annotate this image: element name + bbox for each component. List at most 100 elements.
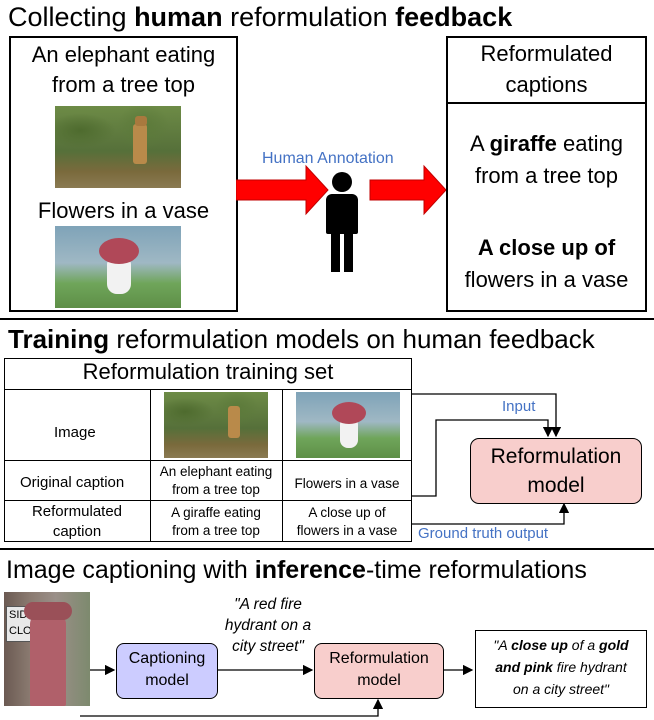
person-leg-left	[331, 230, 340, 272]
table-giraffe-photo	[164, 392, 268, 458]
title-part-bold: human	[134, 2, 223, 32]
caption-line: city street"	[232, 638, 304, 655]
caption-part-bold: giraffe	[489, 131, 557, 156]
giraffe-photo	[55, 106, 181, 188]
model-label-line: Reformulation	[490, 445, 622, 468]
row-label-reformulated: Reformulated caption	[4, 502, 150, 542]
sign-line: SID	[9, 609, 28, 621]
caption-part: A	[470, 131, 490, 156]
caption-line: "A red fire	[234, 596, 302, 613]
giraffe-head	[135, 116, 147, 126]
person-icon	[322, 172, 362, 272]
captioning-model-label: Captioning model	[116, 648, 218, 692]
row-label-line: caption	[52, 523, 102, 540]
person-body	[326, 194, 358, 234]
training-set-title-box	[4, 358, 412, 390]
initial-caption: "A red fire hydrant on a city street"	[208, 594, 328, 657]
gt-connector	[412, 502, 570, 525]
caption-line: from a tree top	[51, 72, 196, 97]
human-annotation-label: Human Annotation	[262, 150, 394, 167]
hydrant-photo: SID CLO	[4, 592, 90, 706]
input-label: Input	[502, 398, 536, 415]
model-label-line: Captioning	[128, 650, 206, 667]
caption-line: flowers in a vase	[464, 267, 629, 292]
caption-line: An elephant eating	[31, 42, 216, 67]
section-divider-2	[0, 548, 654, 550]
model-label-line: model	[357, 672, 401, 689]
section-divider-1	[0, 318, 654, 320]
cell-line: An elephant eating	[159, 464, 273, 479]
flowers-shape	[99, 238, 139, 264]
orig-caption-vase: Flowers in a vase	[282, 476, 412, 491]
cell-line: flowers in a vase	[296, 523, 398, 538]
left-caption-1: An elephant eating from a tree top	[9, 40, 238, 100]
vase-shape	[340, 420, 358, 448]
training-table	[4, 390, 412, 542]
caption-part-bold: A close up of	[477, 235, 616, 260]
image-to-reform-arrow	[80, 698, 384, 717]
title-part: -time reformulations	[365, 556, 587, 584]
hydrant-body	[30, 614, 66, 706]
reform-caption-vase: A close up of flowers in a vase	[282, 504, 412, 540]
row-label-image: Image	[54, 424, 96, 441]
reformulated-caption-1: A giraffe eating from a tree top	[446, 128, 647, 192]
cell-line: Flowers in a vase	[294, 476, 400, 491]
left-caption-2: Flowers in a vase	[37, 198, 210, 223]
orig-caption-giraffe: An elephant eating from a tree top	[150, 463, 282, 499]
caption-part: fire hydrant	[552, 659, 627, 675]
section1-title: Collecting human reformulation feedback	[8, 2, 512, 33]
table-col-1	[150, 390, 151, 542]
table-row-1	[4, 460, 412, 461]
table-border-left	[4, 390, 5, 542]
model-label-line: Reformulation	[329, 650, 429, 667]
caption-line: hydrant on a	[224, 617, 312, 634]
model-label-line: model	[145, 672, 189, 689]
table-vase-photo	[296, 392, 400, 458]
flowers-shape	[332, 402, 366, 424]
person-leg-right	[344, 230, 353, 272]
header-line: captions	[505, 72, 588, 97]
title-part-bold: feedback	[395, 2, 513, 32]
person-head	[332, 172, 352, 192]
hydrant-cap	[24, 602, 72, 620]
caption-part-bold: gold	[599, 637, 629, 653]
title-part: reformulation models on human feedback	[109, 324, 595, 354]
model-label-line: model	[527, 474, 585, 497]
cell-line: A giraffe eating	[171, 505, 261, 520]
input-connector-1	[412, 393, 562, 438]
row-label-original: Original caption	[20, 474, 125, 491]
captioning-model-box	[116, 643, 218, 699]
reform-caption-giraffe: A giraffe eating from a tree top	[150, 504, 282, 540]
red-arrow-right	[369, 164, 446, 216]
reformulation-model-box	[470, 438, 642, 504]
red-arrow-left	[236, 164, 329, 216]
final-caption-box	[475, 630, 647, 708]
caption-part: of a	[567, 637, 600, 653]
reformulation-model-label: Reformulation model	[470, 442, 642, 500]
caption-line: on a city street"	[512, 681, 609, 697]
giraffe-shape	[133, 124, 147, 164]
final-caption: "A close up of a gold and pink fire hydr…	[475, 634, 647, 700]
table-border-right	[411, 390, 412, 542]
table-col-2	[282, 390, 283, 542]
reformulated-header-divider	[446, 102, 647, 104]
giraffe-shape	[228, 406, 240, 438]
title-part-bold: inference	[254, 556, 366, 584]
sign-line: CLO	[9, 625, 32, 637]
title-part: Collecting	[8, 2, 135, 32]
inference-reformulation-model-box	[314, 643, 444, 699]
caption-part-bold: close up	[511, 637, 568, 653]
caption-part-bold: and pink	[495, 659, 553, 675]
title-part: reformulation	[222, 2, 396, 32]
caption-part: "A	[493, 637, 512, 653]
table-border-bottom	[4, 541, 412, 542]
vase-shape	[107, 260, 131, 294]
reformulated-header: Reformulated captions	[446, 38, 647, 100]
reformulated-captions-box	[446, 36, 647, 312]
section3-title: Image captioning with inference-time ref…	[6, 556, 587, 585]
cell-line: A close up of	[308, 505, 386, 520]
header-line: Reformulated	[480, 41, 613, 66]
caption-part: eating	[556, 131, 623, 156]
cell-line: from a tree top	[172, 482, 260, 497]
